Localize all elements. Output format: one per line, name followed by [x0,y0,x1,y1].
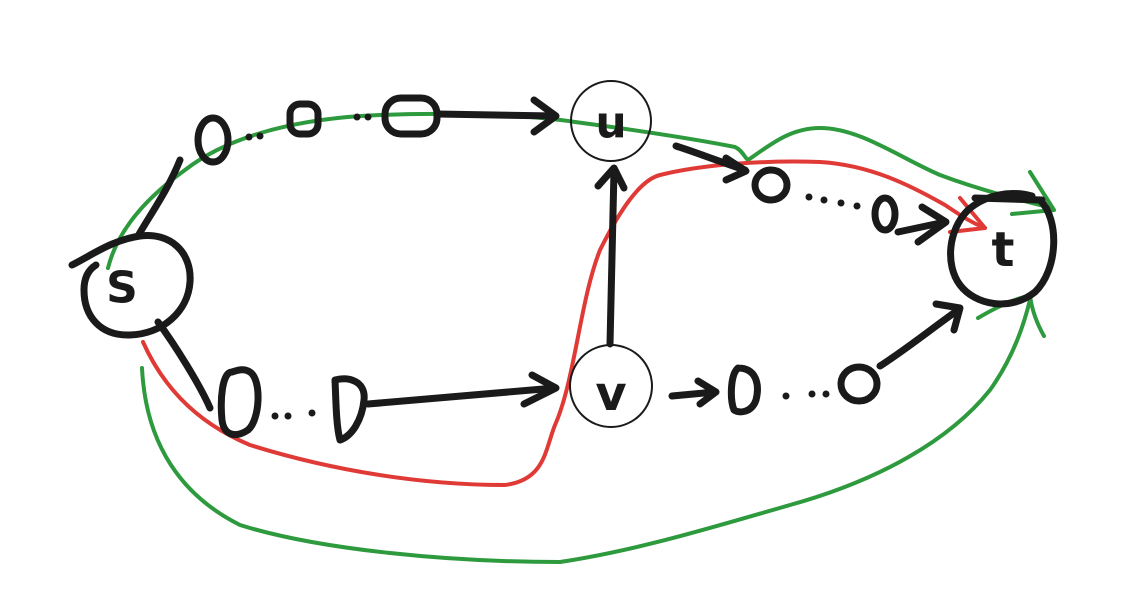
lower-chain-dot [808,390,816,398]
bottom-chain-node-1 [217,366,262,439]
edge-s-to-bottom-chain [154,318,214,412]
green-path-top [106,111,1054,270]
green-path-bottom [140,298,1032,564]
lower-chain-dot [822,390,830,398]
arrowhead-to-right-chain [722,154,750,184]
edge-bottom-chain-to-v [364,384,559,408]
right-chain-dot [853,202,861,210]
top-chain-node-2 [286,100,322,138]
red-path [141,159,987,487]
arrowhead-to-u [530,96,560,136]
arrowhead-to-t-upper [914,203,950,246]
arrowhead-to-lower-chain [694,377,720,408]
bottom-chain-dot [284,412,292,420]
right-chain-node-2 [871,194,899,234]
arrowhead-to-u-vertical [594,164,628,192]
bottom-chain-dot [271,412,279,420]
node-u-label: u [595,98,626,149]
node-t-label: t [992,222,1015,278]
lower-chain-node-1 [727,364,761,416]
edge-v-to-lower-chain [668,388,719,400]
lower-chain-node-2 [837,363,881,405]
arrowhead-to-t-lower [932,300,964,334]
edge-lower-chain-to-t [876,306,962,370]
bottom-chain-node-2 [331,375,368,444]
right-chain-dot [837,199,845,207]
node-v-label: v [595,366,626,422]
edge-v-to-u [606,166,618,348]
edge-right-chain-to-t [894,218,949,236]
node-u-outline [570,80,652,162]
right-chain-dot [820,196,828,204]
node-s-label: S [106,263,138,314]
edge-top-chain-to-u [433,110,559,120]
top-chain-dot [364,113,372,121]
right-chain-dot [805,193,813,201]
arrowhead-to-v [520,371,560,408]
bottom-chain-dot [308,409,316,417]
edge-s-to-top-chain [134,156,184,240]
top-chain-dot [256,132,264,140]
green-arrowhead-top [1010,170,1056,216]
edge-into-t-top [971,194,1046,204]
top-chain-node-1 [194,114,232,166]
right-chain-node-1 [751,166,791,204]
top-chain-dot [245,133,253,141]
top-chain-dot [353,113,361,121]
lower-chain-dot [782,392,790,400]
